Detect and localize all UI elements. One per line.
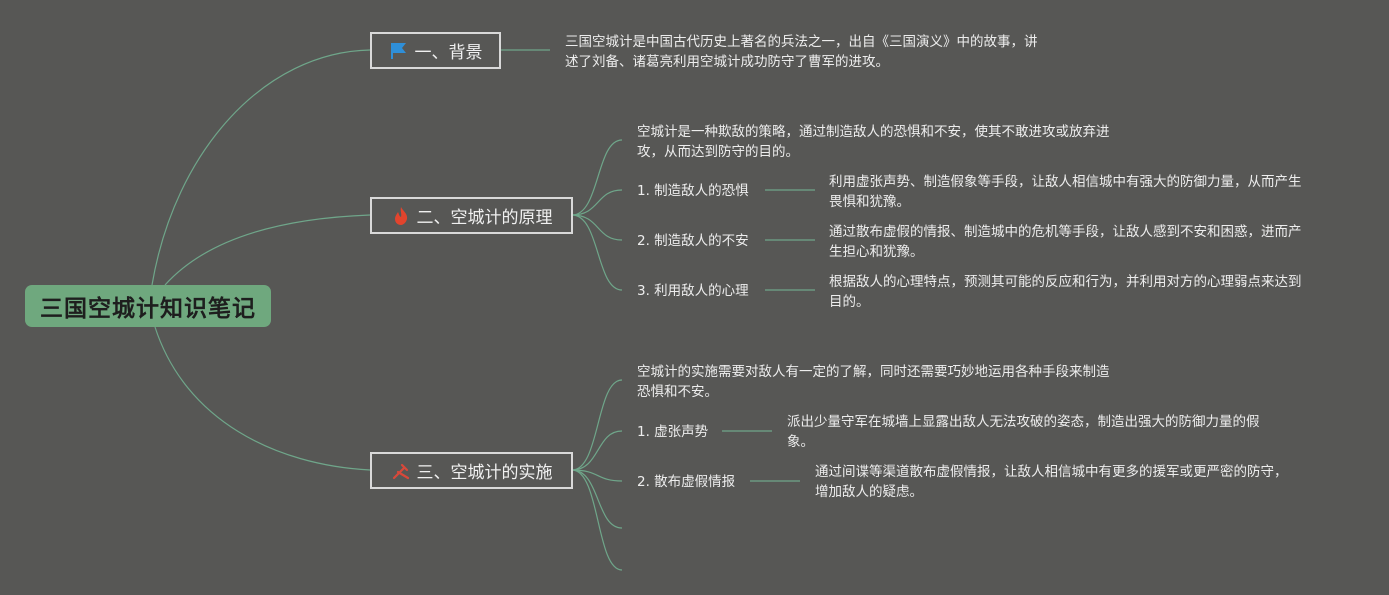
principle-item-3-desc: 根据敌人的心理特点，预测其可能的反应和行为，并利用对方的心理弱点来达到 目的。	[829, 274, 1302, 310]
tools-icon	[391, 461, 411, 481]
implementation-item-2-desc: 通过间谍等渠道散布虚假情报，让敌人相信城中有更多的援军或更严密的防守， 增加敌人…	[815, 464, 1288, 500]
branch-label: 一、背景	[414, 43, 483, 63]
principle-item-1[interactable]: 1. 制造敌人的恐惧	[637, 183, 749, 199]
branch-implementation[interactable]: 三、空城计的实施	[370, 452, 573, 489]
flag-icon	[389, 41, 409, 61]
principle-intro: 空城计是一种欺敌的策略，通过制造敌人的恐惧和不安，使其不敢进攻或放弃进 攻，从而…	[637, 124, 1110, 160]
implementation-item-2[interactable]: 2. 散布虚假情报	[637, 474, 736, 490]
principle-item-1-desc: 利用虚张声势、制造假象等手段，让敌人相信城中有强大的防御力量，从而产生 畏惧和犹…	[829, 174, 1302, 210]
implementation-item-1[interactable]: 1. 虚张声势	[637, 424, 709, 440]
root-topic[interactable]: 三国空城计知识笔记	[25, 285, 271, 327]
implementation-intro: 空城计的实施需要对敌人有一定的了解，同时还需要巧妙地运用各种手段来制造 恐惧和不…	[637, 364, 1110, 400]
root-title: 三国空城计知识笔记	[40, 296, 256, 322]
principle-item-2[interactable]: 2. 制造敌人的不安	[637, 233, 749, 249]
branch-principle[interactable]: 二、空城计的原理	[370, 197, 573, 234]
branch-label: 二、空城计的原理	[416, 208, 553, 228]
flame-icon	[391, 206, 411, 226]
principle-item-3[interactable]: 3. 利用敌人的心理	[637, 283, 749, 299]
branch-background[interactable]: 一、背景	[370, 32, 501, 69]
branch-label: 三、空城计的实施	[416, 463, 553, 483]
principle-item-2-desc: 通过散布虚假的情报、制造城中的危机等手段，让敌人感到不安和困惑，进而产 生担心和…	[829, 224, 1302, 260]
background-description: 三国空城计是中国古代历史上著名的兵法之一，出自《三国演义》中的故事，讲 述了刘备…	[565, 34, 1038, 70]
implementation-item-1-desc: 派出少量守军在城墙上显露出敌人无法攻破的姿态，制造出强大的防御力量的假 象。	[787, 414, 1260, 450]
